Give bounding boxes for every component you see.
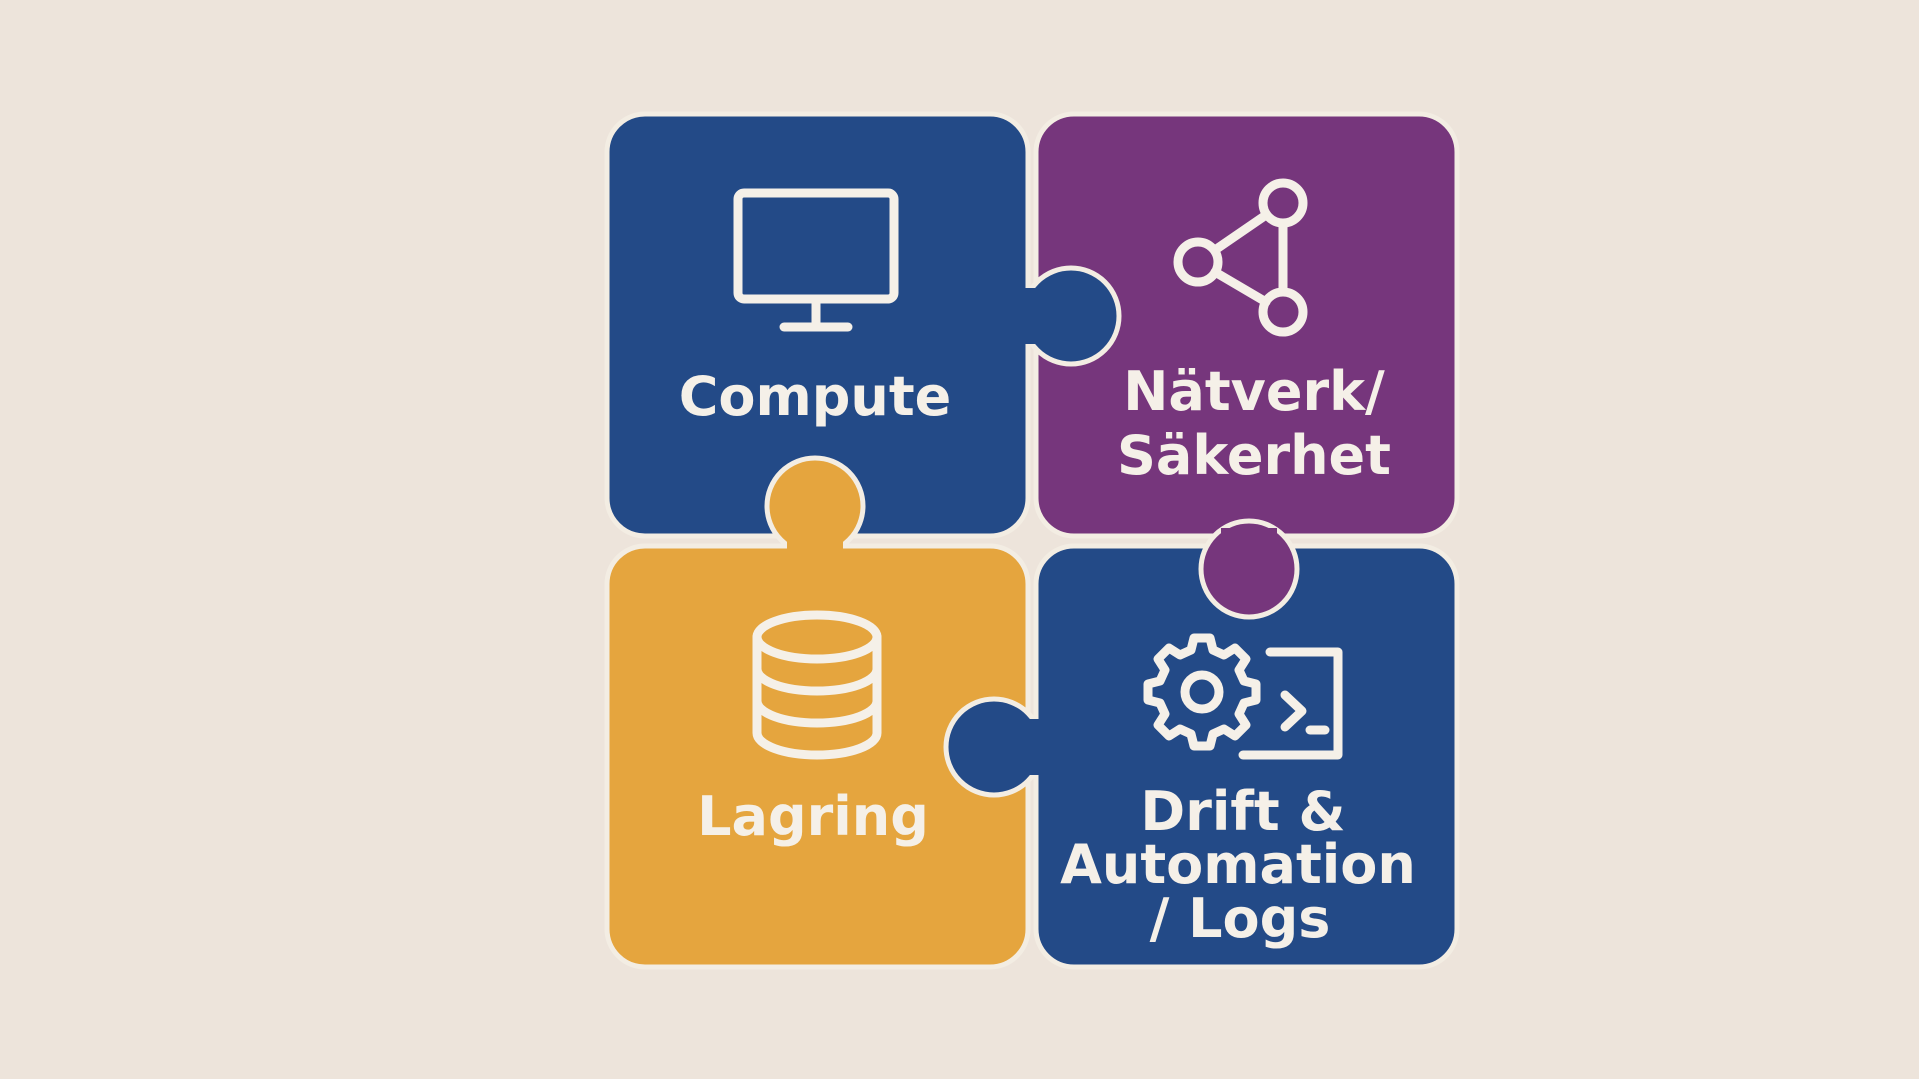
network-label-line1: Nätverk/	[1123, 360, 1385, 423]
network-nodes-icon	[1173, 178, 1308, 337]
monitor-icon	[733, 188, 899, 332]
ops-label-line1: Drift &	[1140, 780, 1345, 843]
ops-label-line2: Automation	[1060, 833, 1416, 896]
database-icon	[752, 610, 882, 760]
storage-label: Lagring	[697, 785, 929, 848]
network-label-line2: Säkerhet	[1117, 424, 1391, 487]
gear-terminal-icon	[1143, 633, 1343, 760]
compute-label: Compute	[679, 365, 952, 428]
ops-label-line3: / Logs	[1150, 887, 1331, 950]
